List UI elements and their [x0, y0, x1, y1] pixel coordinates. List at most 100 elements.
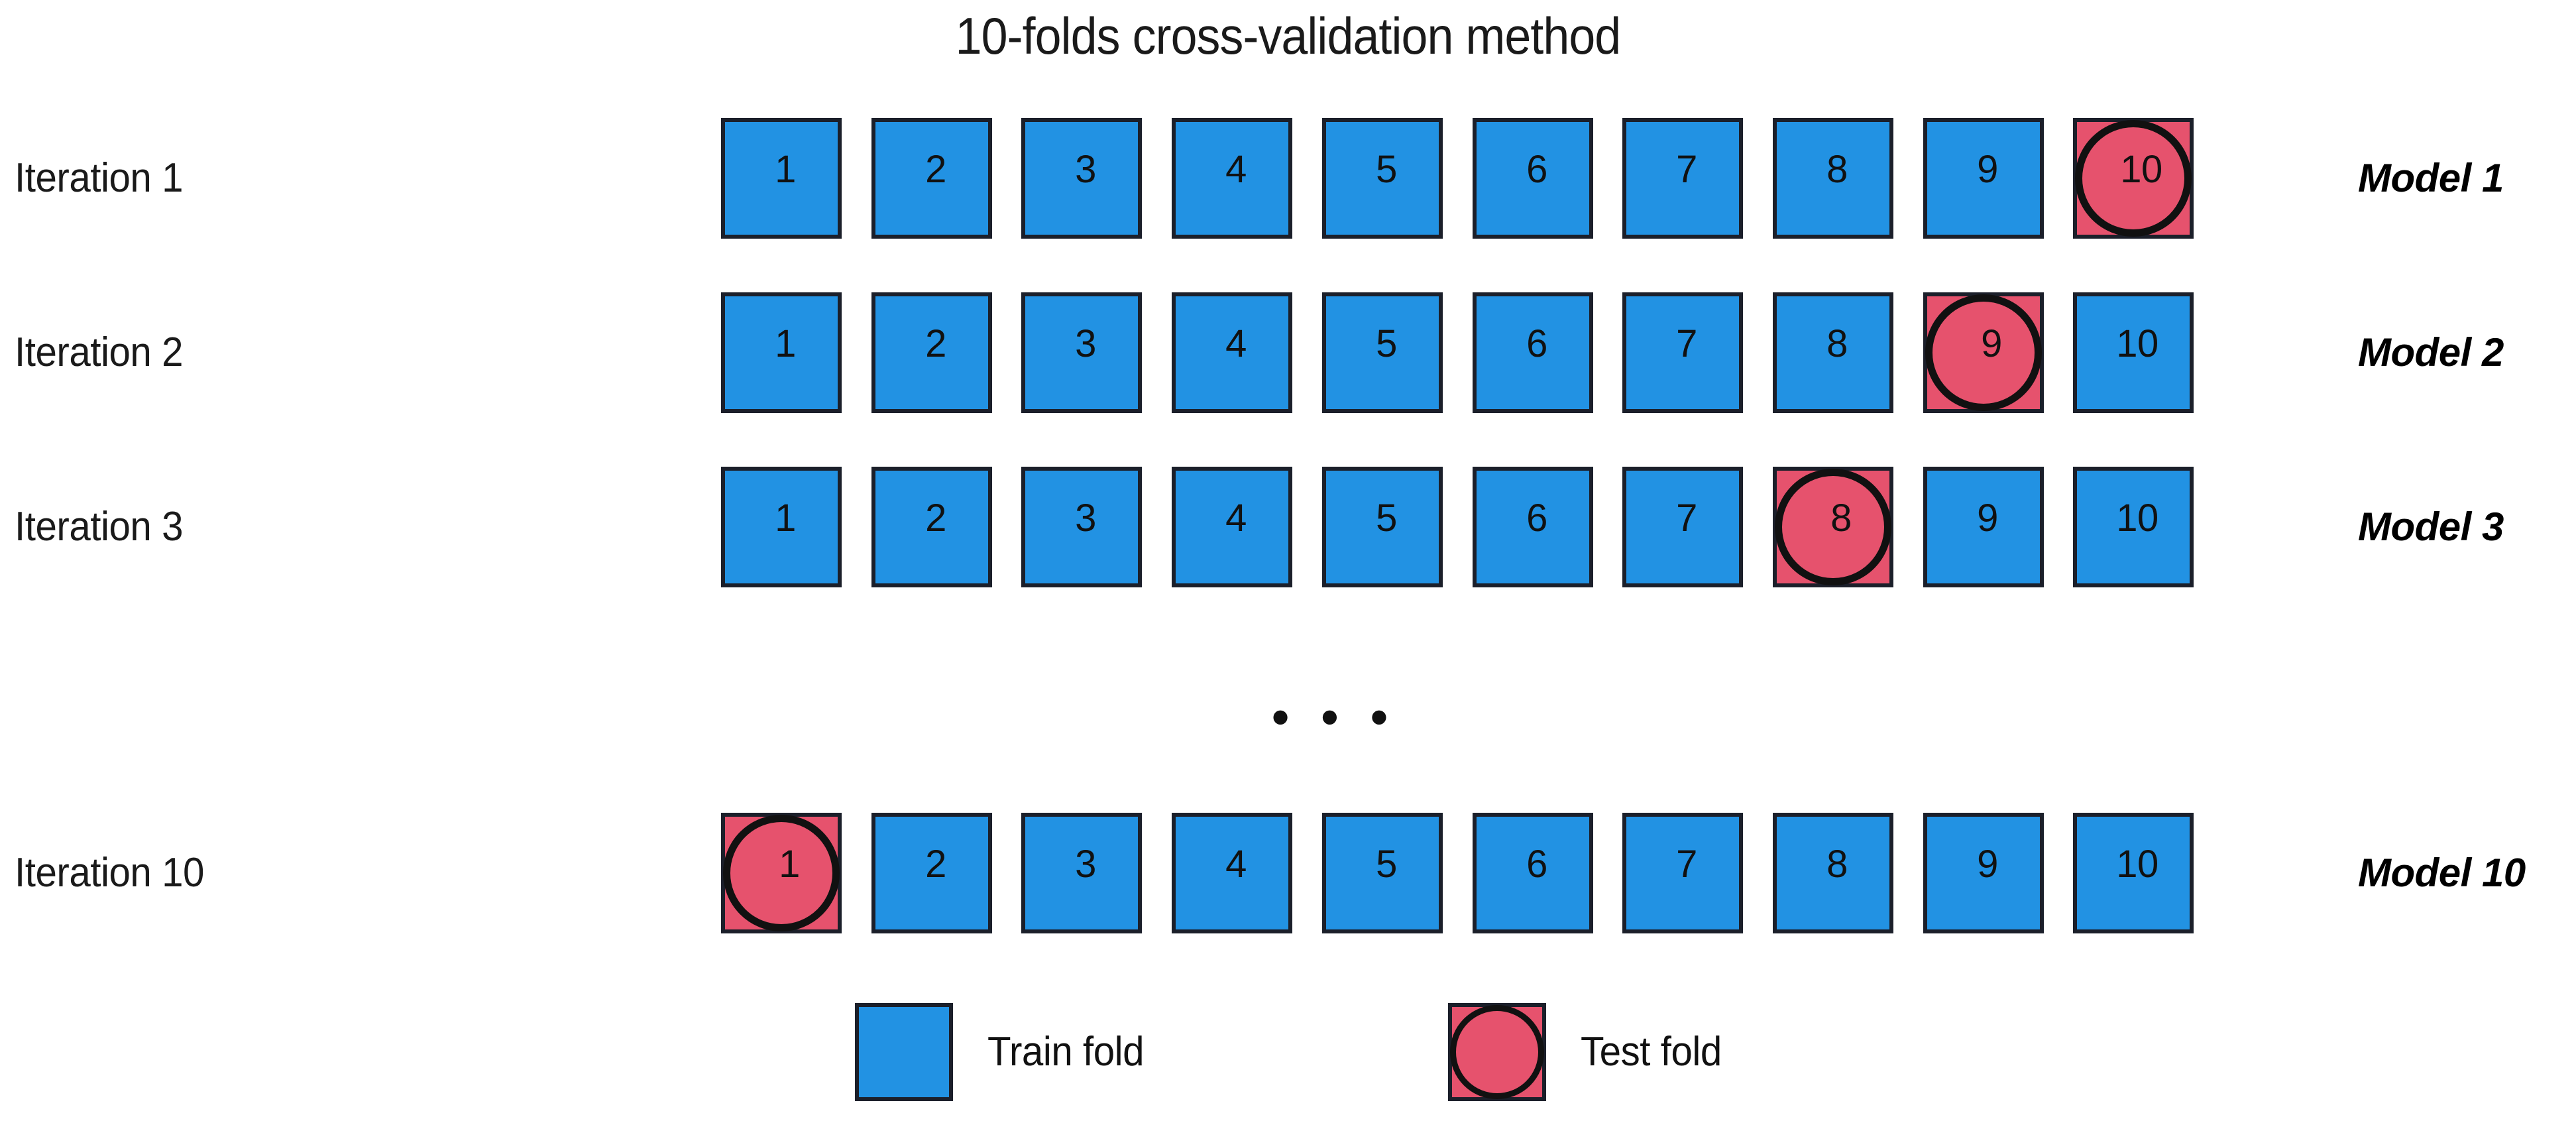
- train-fold-cell[interactable]: 1: [721, 467, 842, 587]
- train-fold-cell[interactable]: 8: [1773, 813, 1893, 933]
- model-label: Model 3: [2358, 504, 2504, 549]
- train-fold-cell[interactable]: 3: [1021, 813, 1142, 933]
- test-fold-cell[interactable]: 1: [721, 813, 842, 933]
- fold-number: 3: [1075, 497, 1096, 540]
- iteration-label: Iteration 2: [15, 329, 184, 375]
- train-fold-cell[interactable]: 1: [721, 118, 842, 239]
- train-fold-cell[interactable]: 6: [1473, 467, 1593, 587]
- fold-number: 5: [1376, 497, 1397, 540]
- fold-number: 3: [1075, 322, 1096, 365]
- train-fold-cell[interactable]: 7: [1622, 813, 1743, 933]
- iteration-label: Iteration 1: [15, 155, 184, 201]
- test-fold-circle-icon: [1450, 1005, 1544, 1099]
- train-fold-cell[interactable]: 5: [1322, 813, 1443, 933]
- fold-number: 9: [1981, 322, 2002, 365]
- fold-number: 9: [1977, 148, 1998, 191]
- train-fold-cell[interactable]: 8: [1773, 118, 1893, 239]
- page-title: 10-folds cross-validation method: [955, 7, 1622, 65]
- train-fold-cell[interactable]: 4: [1172, 118, 1292, 239]
- train-fold-cell[interactable]: 5: [1322, 292, 1443, 413]
- train-fold-cell[interactable]: 9: [1923, 118, 2044, 239]
- legend-label-train: Train fold: [987, 1029, 1145, 1075]
- train-fold-cell[interactable]: 6: [1473, 813, 1593, 933]
- legend-label-test: Test fold: [1581, 1029, 1722, 1075]
- train-fold-cell[interactable]: 3: [1021, 467, 1142, 587]
- model-label: Model 1: [2358, 156, 2504, 200]
- fold-number: 4: [1225, 322, 1247, 365]
- train-fold-cell[interactable]: 5: [1322, 118, 1443, 239]
- iteration-label: Iteration 10: [15, 850, 204, 896]
- fold-number: 1: [775, 497, 796, 540]
- fold-number: 5: [1376, 322, 1397, 365]
- train-fold-cell[interactable]: 8: [1773, 292, 1893, 413]
- train-fold-cell[interactable]: 2: [871, 467, 992, 587]
- iteration-label: Iteration 3: [15, 504, 184, 550]
- train-fold-cell[interactable]: 1: [721, 292, 842, 413]
- train-fold-cell[interactable]: 7: [1622, 467, 1743, 587]
- train-fold-cell[interactable]: 3: [1021, 118, 1142, 239]
- fold-number: 10: [2116, 322, 2158, 365]
- fold-number: 5: [1376, 843, 1397, 886]
- iteration-row: Iteration 1 1 2 3 4 5 6 7 8 9 10 Model 1: [0, 118, 2576, 239]
- fold-number: 1: [775, 322, 796, 365]
- train-fold-cell[interactable]: 10: [2073, 292, 2194, 413]
- fold-number: 2: [925, 497, 946, 540]
- model-label: Model 2: [2358, 330, 2504, 375]
- fold-number: 6: [1526, 148, 1547, 191]
- fold-number: 8: [1826, 148, 1848, 191]
- fold-number: 10: [2120, 148, 2162, 191]
- fold-number: 7: [1676, 497, 1697, 540]
- train-fold-cell[interactable]: 6: [1473, 292, 1593, 413]
- fold-number: 1: [779, 843, 800, 886]
- fold-number: 2: [925, 322, 946, 365]
- train-fold-cell[interactable]: 2: [871, 118, 992, 239]
- fold-number: 2: [925, 843, 946, 886]
- fold-number: 4: [1225, 148, 1247, 191]
- train-fold-cell[interactable]: 2: [871, 813, 992, 933]
- train-fold-cell[interactable]: 6: [1473, 118, 1593, 239]
- fold-number: 5: [1376, 148, 1397, 191]
- train-fold-cell[interactable]: 7: [1622, 118, 1743, 239]
- test-fold-swatch: [1448, 1003, 1546, 1101]
- iteration-row: Iteration 2 1 2 3 4 5 6 7 8 9 10 Model 2: [0, 292, 2576, 413]
- fold-number: 3: [1075, 148, 1096, 191]
- test-fold-cell[interactable]: 9: [1923, 292, 2044, 413]
- ellipsis-dots: • • •: [1272, 689, 1397, 744]
- train-fold-swatch: [855, 1003, 953, 1101]
- train-fold-cell[interactable]: 10: [2073, 813, 2194, 933]
- fold-number: 1: [775, 148, 796, 191]
- fold-number: 10: [2116, 497, 2158, 540]
- fold-number: 8: [1830, 497, 1852, 540]
- train-fold-cell[interactable]: 4: [1172, 467, 1292, 587]
- train-fold-cell[interactable]: 9: [1923, 813, 2044, 933]
- fold-number: 2: [925, 148, 946, 191]
- fold-number: 7: [1676, 148, 1697, 191]
- test-fold-cell[interactable]: 8: [1773, 467, 1893, 587]
- train-fold-cell[interactable]: 9: [1923, 467, 2044, 587]
- model-label: Model 10: [2358, 851, 2526, 895]
- legend: Train fold Test fold: [0, 1003, 2576, 1109]
- train-fold-cell[interactable]: 10: [2073, 467, 2194, 587]
- iteration-row: Iteration 3 1 2 3 4 5 6 7 8 9 10 Model 3: [0, 467, 2576, 587]
- fold-number: 4: [1225, 497, 1247, 540]
- fold-number: 8: [1826, 322, 1848, 365]
- fold-number: 6: [1526, 497, 1547, 540]
- ellipsis-separator: • • •: [0, 691, 2576, 744]
- train-fold-cell[interactable]: 7: [1622, 292, 1743, 413]
- train-fold-cell[interactable]: 4: [1172, 813, 1292, 933]
- fold-number: 7: [1676, 322, 1697, 365]
- train-fold-cell[interactable]: 2: [871, 292, 992, 413]
- fold-number: 7: [1676, 843, 1697, 886]
- fold-number: 10: [2116, 843, 2158, 886]
- train-fold-cell[interactable]: 4: [1172, 292, 1292, 413]
- fold-number: 8: [1826, 843, 1848, 886]
- train-fold-cell[interactable]: 3: [1021, 292, 1142, 413]
- fold-number: 6: [1526, 322, 1547, 365]
- iteration-row: Iteration 10 1 2 3 4 5 6 7 8 9 10 Model 10: [0, 813, 2576, 933]
- train-fold-cell[interactable]: 5: [1322, 467, 1443, 587]
- fold-number: 6: [1526, 843, 1547, 886]
- fold-number: 3: [1075, 843, 1096, 886]
- test-fold-cell[interactable]: 10: [2073, 118, 2194, 239]
- fold-number: 4: [1225, 843, 1247, 886]
- fold-number: 9: [1977, 843, 1998, 886]
